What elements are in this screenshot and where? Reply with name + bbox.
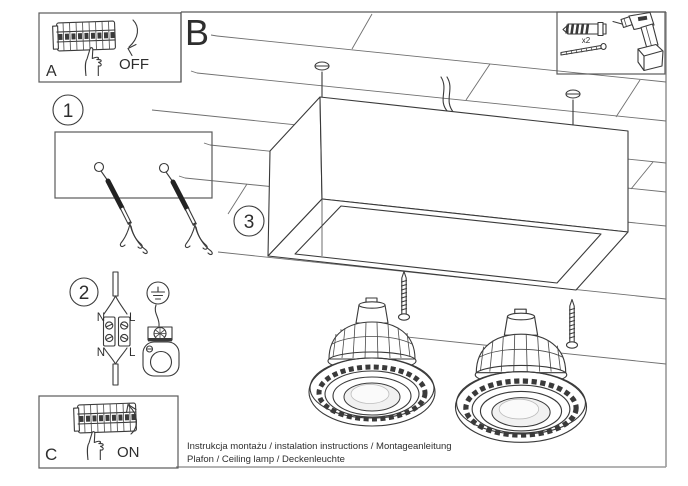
step-1-number: 1 [63, 101, 74, 122]
step-3-number: 3 [244, 212, 255, 233]
mounting-screw-right-icon [565, 298, 579, 349]
on-label: ON [117, 444, 140, 461]
fixing-screw-right-icon [565, 89, 581, 126]
lamp-box [267, 96, 629, 291]
footer-line1: Instrukcja montażu / instalation instruc… [187, 441, 452, 452]
ceiling-hole-cable-left [93, 161, 148, 255]
circuit-breaker-icon [52, 20, 116, 52]
ground-clamp-icon [142, 326, 180, 377]
drill-icon [612, 11, 664, 72]
l-in-label: L [129, 312, 136, 324]
hand-icon [84, 47, 102, 77]
panel-a: A OFF [38, 12, 182, 83]
footer: Instrukcja montażu / instalation instruc… [187, 441, 452, 465]
terminal-block-icon [102, 316, 131, 347]
step-2-number: 2 [79, 283, 90, 304]
l-out-label: L [129, 347, 136, 359]
ceiling-cable-icon [440, 76, 455, 114]
tools-inset: x2 [556, 11, 666, 75]
panel-c-label: C [45, 445, 57, 464]
n-in-label: N [97, 312, 105, 324]
earth-connection [142, 281, 180, 377]
arrow-up-icon [125, 403, 137, 435]
panel-a-label: A [46, 63, 57, 80]
earth-symbol-icon [146, 281, 170, 305]
plug-quantity-label: x2 [582, 36, 591, 45]
panel-c: C ON [38, 395, 179, 469]
off-label: OFF [119, 56, 149, 73]
step-2-diagram: 2 N L N L [69, 271, 180, 386]
n-out-label: N [97, 347, 105, 359]
hand-icon [86, 431, 104, 461]
section-b-label: B [185, 12, 209, 53]
ceiling-hole-cable-right [158, 162, 213, 256]
wall-plug-icon [562, 21, 607, 37]
fixing-screw-left-icon [314, 61, 330, 98]
step-3-badge: 3 [233, 205, 265, 237]
spotlight-bulb-left-icon [308, 297, 436, 427]
terminal-wiring: N L N L [97, 271, 136, 386]
arrow-down-icon [127, 19, 138, 57]
mounting-screw-left-icon [397, 270, 411, 321]
screw-icon [560, 42, 607, 56]
step-1-diagram: 1 [52, 94, 213, 256]
spotlight-bulb-right-icon [454, 308, 588, 443]
footer-line2: Plafon / Ceiling lamp / Deckenleuchte [187, 454, 345, 465]
